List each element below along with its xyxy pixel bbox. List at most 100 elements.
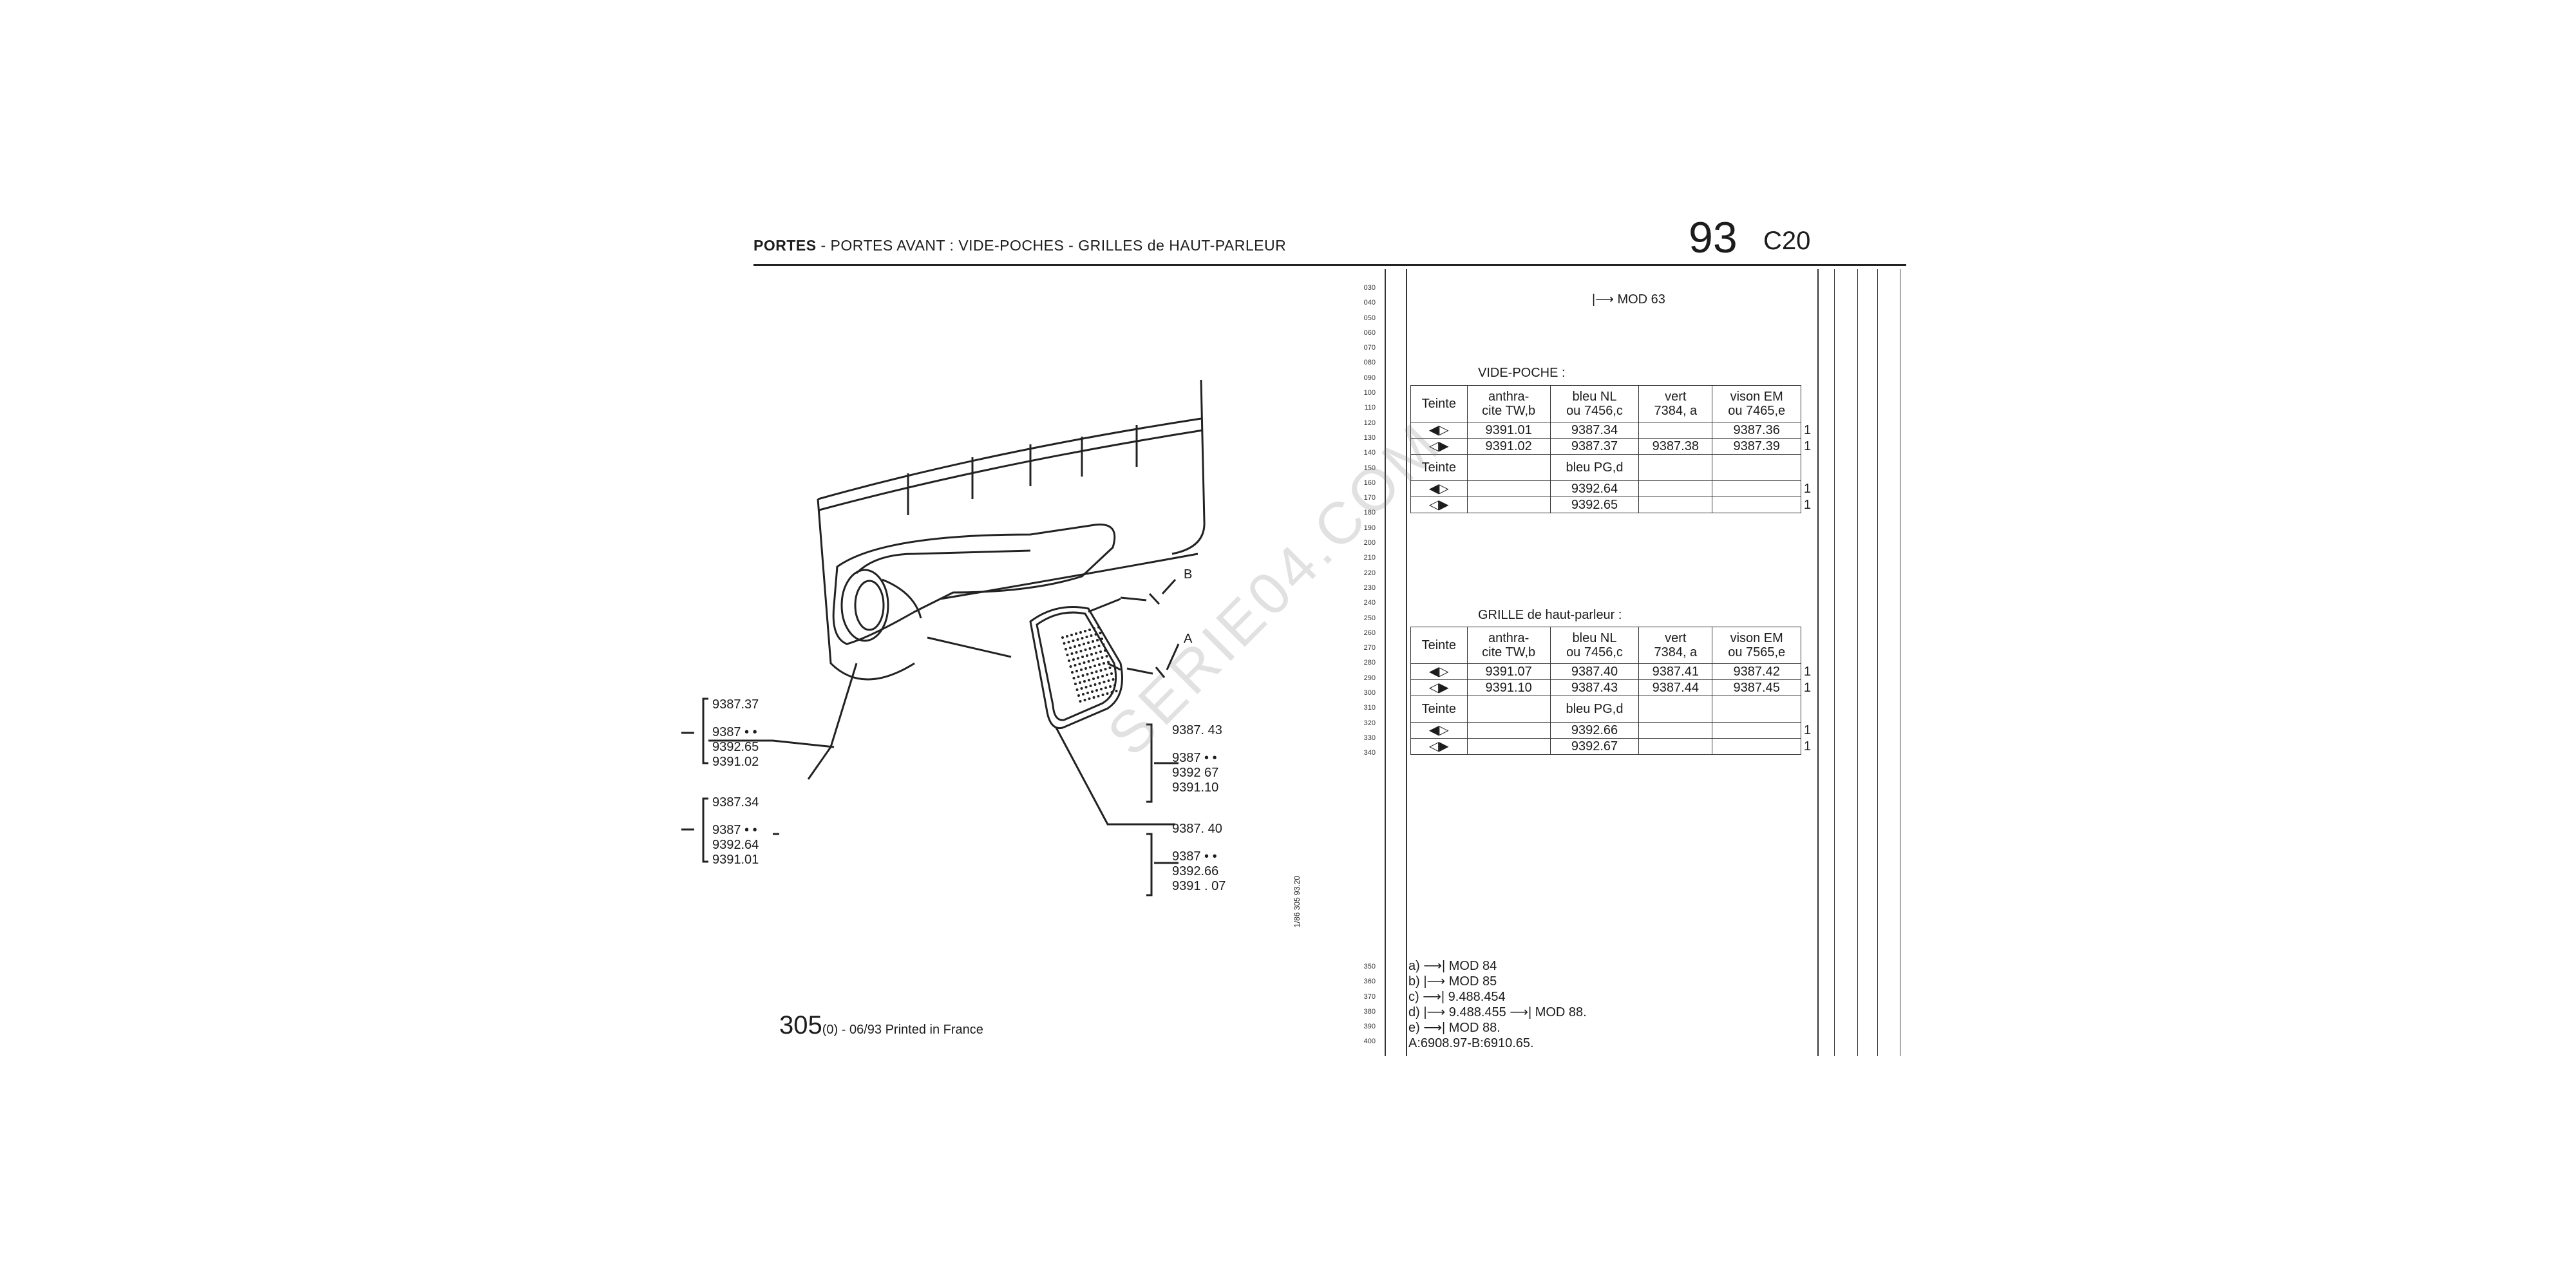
grille-hole bbox=[1066, 635, 1068, 638]
row-number: 240 bbox=[1363, 599, 1376, 607]
header-rule bbox=[753, 264, 1906, 266]
grille-hole bbox=[1093, 627, 1095, 630]
divider-line bbox=[1406, 269, 1407, 1056]
grille-hole bbox=[1083, 643, 1085, 645]
footnote: A:6908.97-B:6910.65. bbox=[1408, 1036, 1534, 1050]
table-cell: Teinte bbox=[1410, 385, 1468, 422]
grille-hole bbox=[1099, 669, 1103, 672]
grille-hole bbox=[1084, 649, 1087, 651]
grille-hole bbox=[1084, 686, 1088, 688]
row-number: 210 bbox=[1363, 554, 1376, 562]
divider-line bbox=[1834, 269, 1835, 1056]
grille-hole bbox=[1072, 658, 1075, 661]
row-number: 150 bbox=[1363, 464, 1376, 472]
table-cell: bleu NL ou 7456,c bbox=[1549, 385, 1640, 422]
grille-hole bbox=[1097, 676, 1099, 679]
grille-hole bbox=[1075, 651, 1078, 654]
grille-hole bbox=[1112, 678, 1115, 681]
row-number: 060 bbox=[1363, 328, 1376, 337]
row-number: 360 bbox=[1363, 978, 1376, 986]
grille-hole bbox=[1079, 650, 1083, 652]
row-number: 380 bbox=[1363, 1007, 1376, 1016]
grille-hole bbox=[1100, 688, 1103, 690]
grille-hole bbox=[1074, 645, 1076, 648]
grille-hole bbox=[1086, 654, 1088, 657]
grille-hole bbox=[1097, 626, 1100, 629]
grille-hole bbox=[1080, 687, 1083, 690]
grille-hole bbox=[1099, 650, 1102, 653]
part-number: 9387 • • bbox=[712, 725, 757, 739]
grille-hole bbox=[1096, 639, 1099, 641]
row-number: 270 bbox=[1363, 644, 1376, 652]
grille-hole bbox=[1101, 638, 1103, 640]
row-number: 090 bbox=[1363, 374, 1376, 382]
table-cell bbox=[1466, 722, 1551, 739]
row-number: 160 bbox=[1363, 478, 1376, 487]
footnote: d) |⟶ 9.488.455 ⟶| MOD 88. bbox=[1408, 1005, 1587, 1019]
grille-hole bbox=[1083, 661, 1086, 664]
table-cell: 1 bbox=[1804, 723, 1812, 737]
grille-hole bbox=[1075, 632, 1077, 635]
table-cell: anthra- cite TW,b bbox=[1466, 627, 1551, 664]
table-cell: 9387.38 bbox=[1638, 438, 1713, 455]
row-number: 260 bbox=[1363, 629, 1376, 637]
reference-code: 1/86 305 93.20 bbox=[1293, 876, 1302, 927]
grille-hole bbox=[1087, 660, 1090, 663]
part-number: 9387. 43 bbox=[1172, 723, 1222, 737]
grille-hole bbox=[1113, 684, 1116, 687]
part-number: 9391.01 bbox=[712, 853, 759, 867]
table-cell bbox=[1712, 454, 1801, 481]
grille-hole bbox=[1107, 661, 1110, 663]
grille-hole bbox=[1079, 700, 1082, 703]
grille-hole bbox=[1077, 676, 1080, 678]
grille-hole bbox=[1083, 699, 1086, 701]
table-cell bbox=[1638, 480, 1713, 497]
grille-hole bbox=[1076, 638, 1079, 641]
table-cell bbox=[1466, 480, 1551, 497]
grille-hole bbox=[1099, 632, 1102, 634]
divider-line bbox=[1385, 269, 1386, 1056]
row-number: 330 bbox=[1363, 734, 1376, 742]
row-number: 080 bbox=[1363, 359, 1376, 367]
table-cell: bleu PG,d bbox=[1549, 454, 1640, 481]
row-number: 200 bbox=[1363, 539, 1376, 547]
grille-hole bbox=[1088, 679, 1090, 681]
grille-hole bbox=[1070, 634, 1073, 636]
table-cell: 1 bbox=[1804, 439, 1812, 453]
table-cell bbox=[1638, 696, 1713, 723]
part-number: 9392.64 bbox=[712, 838, 759, 852]
table-cell bbox=[1638, 454, 1713, 481]
grille-hole bbox=[1088, 647, 1092, 650]
grille-hole bbox=[1077, 694, 1080, 697]
divider-line bbox=[1857, 269, 1858, 1056]
row-number: 310 bbox=[1363, 704, 1376, 712]
grille-hole bbox=[1094, 633, 1097, 636]
grille-hole bbox=[1101, 675, 1104, 677]
table-cell: 9391.01 bbox=[1466, 422, 1551, 439]
row-number: 030 bbox=[1363, 284, 1376, 292]
row-number: 320 bbox=[1363, 719, 1376, 727]
grille-hole bbox=[1106, 674, 1108, 676]
table-cell bbox=[1712, 738, 1801, 755]
row-number: 370 bbox=[1363, 992, 1376, 1001]
grille-hole bbox=[1092, 640, 1094, 643]
table-cell: vert 7384, a bbox=[1638, 627, 1713, 664]
grille-hole bbox=[1090, 653, 1093, 656]
grille-hole bbox=[1079, 631, 1082, 634]
mod-note: |⟶ MOD 63 bbox=[1592, 291, 1665, 307]
side-arrow-icon: ◀▷ bbox=[1410, 663, 1468, 680]
grille-hole bbox=[1069, 647, 1072, 649]
row-number: 180 bbox=[1363, 509, 1376, 517]
table-cell: 9387.45 bbox=[1712, 679, 1801, 696]
grille-hole bbox=[1104, 687, 1107, 689]
